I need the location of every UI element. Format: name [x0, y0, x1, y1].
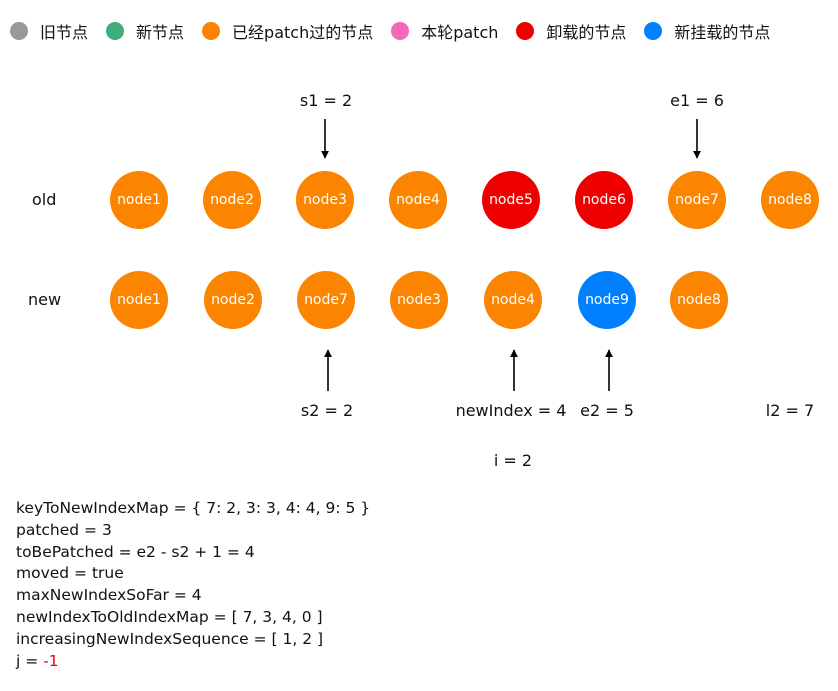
new-node: node8 — [670, 271, 728, 329]
new-node: node3 — [390, 271, 448, 329]
old-node: node5 — [482, 171, 540, 229]
info-keyToNewIndexMap: keyToNewIndexMap = { 7: 2, 3: 3, 4: 4, 9… — [16, 499, 371, 517]
pointer-label-newIndex: newIndex = 4 — [455, 401, 567, 420]
legend-item-old-node: 旧节点 — [10, 19, 88, 43]
legend-item-new-node: 新节点 — [106, 19, 184, 43]
legend-label: 旧节点 — [40, 23, 89, 42]
legend: 旧节点 新节点 已经patch过的节点 本轮patch 卸载的节点 新挂载的节点 — [10, 18, 788, 44]
info-toBePatched: toBePatched = e2 - s2 + 1 = 4 — [16, 542, 255, 561]
pointer-label-e2: e2 = 5 — [580, 401, 634, 420]
legend-item-unmounted: 卸载的节点 — [516, 19, 626, 43]
old-node: node3 — [296, 171, 354, 229]
pointer-label-s1: s1 = 2 — [299, 91, 353, 110]
old-node: node1 — [110, 171, 168, 229]
pointer-label-i: i = 2 — [493, 451, 533, 470]
state-info: keyToNewIndexMap = { 7: 2, 3: 3, 4: 4, 9… — [16, 498, 370, 672]
legend-label: 卸载的节点 — [546, 23, 627, 42]
legend-swatch-new-node — [106, 22, 125, 40]
legend-swatch-unmounted — [516, 22, 535, 40]
legend-label: 新节点 — [136, 23, 185, 42]
info-j-value: -1 — [43, 651, 59, 670]
legend-label: 本轮patch — [421, 23, 499, 42]
pointer-label-l2: l2 = 7 — [765, 401, 815, 420]
info-newIndexToOldIndexMap: newIndexToOldIndexMap = [ 7, 3, 4, 0 ] — [16, 607, 323, 626]
legend-swatch-new-mounted — [644, 22, 663, 40]
legend-swatch-old-node — [10, 22, 28, 40]
new-node: node7 — [297, 271, 355, 329]
legend-item-patched: 已经patch过的节点 — [202, 19, 373, 43]
legend-label: 已经patch过的节点 — [232, 23, 374, 42]
pointer-label-s2: s2 = 2 — [300, 401, 354, 420]
new-node: node4 — [484, 271, 542, 329]
old-node: node7 — [668, 171, 726, 229]
legend-item-current-patch: 本轮patch — [391, 19, 498, 43]
info-j-prefix: j = — [16, 651, 44, 670]
old-node: node6 — [575, 171, 633, 229]
info-j: j = -1 — [16, 651, 370, 673]
old-node: node2 — [203, 171, 261, 229]
row-label-old: old — [32, 190, 57, 209]
old-node: node4 — [389, 171, 447, 229]
info-moved: moved = true — [16, 564, 124, 583]
legend-item-new-mounted: 新挂载的节点 — [644, 19, 770, 43]
legend-label: 新挂载的节点 — [674, 23, 771, 42]
info-increasingNewIndexSequence: increasingNewIndexSequence = [ 1, 2 ] — [16, 629, 324, 648]
legend-swatch-patched — [202, 22, 221, 40]
legend-swatch-current-patch — [391, 22, 410, 40]
new-node: node1 — [110, 271, 168, 329]
row-label-new: new — [28, 290, 62, 309]
old-node: node8 — [761, 171, 819, 229]
new-node: node2 — [204, 271, 262, 329]
pointer-label-e1: e1 = 6 — [670, 91, 724, 110]
new-node: node9 — [578, 271, 636, 329]
info-maxNewIndexSoFar: maxNewIndexSoFar = 4 — [16, 586, 202, 605]
info-patched: patched = 3 — [16, 520, 112, 539]
